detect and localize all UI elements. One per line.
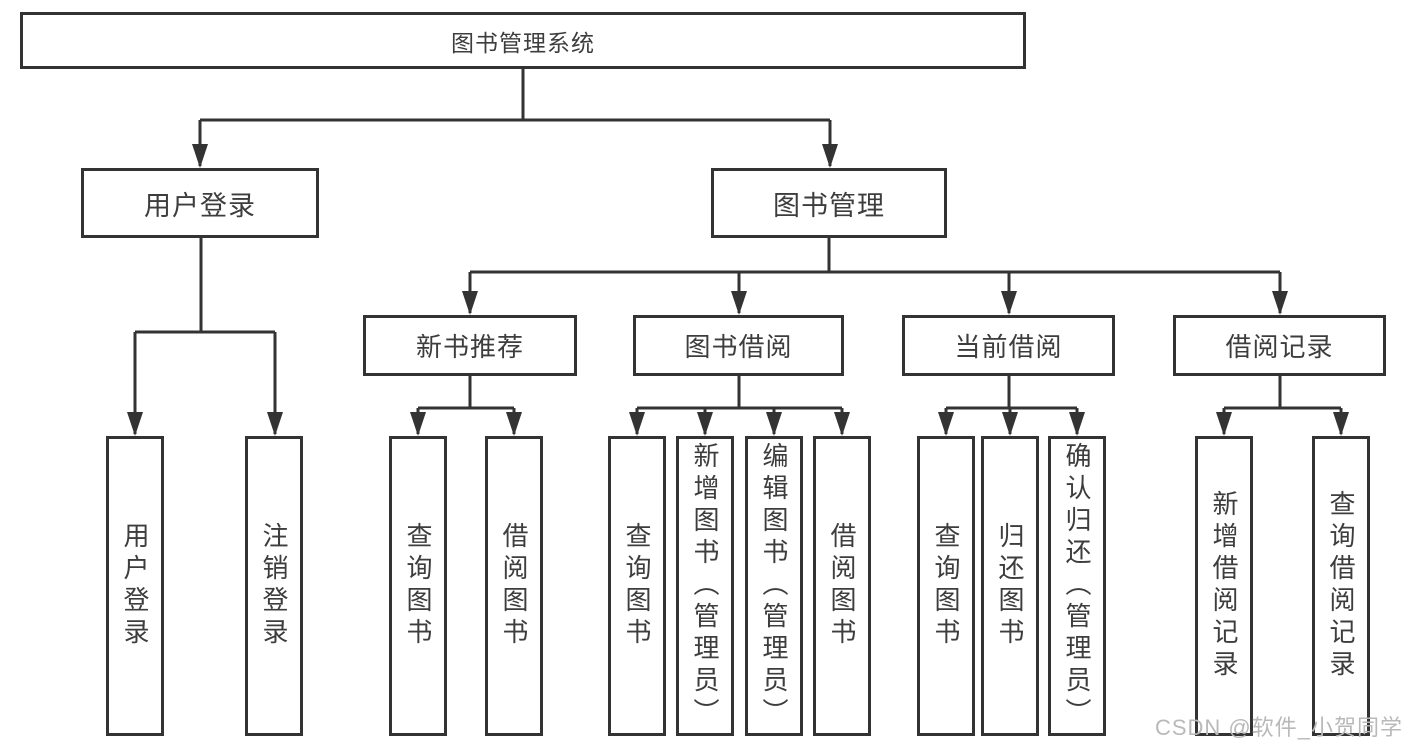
- leaf-cb-return-books: 归还图书: [981, 436, 1039, 736]
- node-book-borrow: 图书借阅: [633, 315, 844, 376]
- leaf-nb-borrow-books-label: 借阅图书: [499, 522, 529, 650]
- leaf-cb-confirm-return-admin: 确认归还（管理员）: [1048, 436, 1106, 736]
- leaf-bb-query-books-label: 查询图书: [622, 522, 652, 650]
- leaf-cb-query-books-label: 查询图书: [931, 522, 961, 650]
- node-new-book-rec: 新书推荐: [363, 315, 577, 376]
- node-new-book-rec-label: 新书推荐: [415, 332, 524, 362]
- node-book-mgmt: 图书管理: [711, 168, 947, 238]
- leaf-bb-edit-books-admin-label: 编辑图书（管理员）: [759, 442, 789, 730]
- leaf-br-query-record-label: 查询借阅记录: [1326, 490, 1356, 682]
- leaf-br-query-record: 查询借阅记录: [1312, 436, 1370, 736]
- node-borrow-record: 借阅记录: [1173, 315, 1386, 376]
- leaf-bb-borrow-books-label: 借阅图书: [827, 522, 857, 650]
- leaf-nb-query-books: 查询图书: [389, 436, 447, 736]
- leaf-bb-borrow-books: 借阅图书: [813, 436, 871, 736]
- leaf-nb-query-books-label: 查询图书: [403, 522, 433, 650]
- leaf-logout: 注销登录: [245, 436, 303, 736]
- node-book-mgmt-label: 图书管理: [773, 190, 885, 221]
- leaf-cb-return-books-label: 归还图书: [995, 522, 1025, 650]
- node-book-borrow-label: 图书借阅: [684, 332, 793, 362]
- node-current-borrow-label: 当前借阅: [954, 332, 1063, 362]
- leaf-cb-query-books: 查询图书: [917, 436, 975, 736]
- leaf-bb-add-books-admin: 新增图书（管理员）: [676, 436, 734, 736]
- node-borrow-record-label: 借阅记录: [1225, 332, 1334, 362]
- leaf-bb-edit-books-admin: 编辑图书（管理员）: [745, 436, 803, 736]
- node-current-borrow: 当前借阅: [902, 315, 1115, 376]
- leaf-cb-confirm-return-admin-label: 确认归还（管理员）: [1062, 442, 1092, 730]
- leaf-user-login-label: 用户登录: [120, 522, 150, 650]
- leaf-bb-query-books: 查询图书: [608, 436, 666, 736]
- node-user-login: 用户登录: [81, 168, 319, 238]
- node-user-login-label: 用户登录: [144, 190, 256, 221]
- watermark: CSDN @软件_小贺同学: [1154, 715, 1403, 740]
- leaf-br-add-record: 新增借阅记录: [1195, 436, 1253, 736]
- node-root-label: 图书管理系统: [451, 29, 595, 56]
- leaf-br-add-record-label: 新增借阅记录: [1209, 490, 1239, 682]
- leaf-bb-add-books-admin-label: 新增图书（管理员）: [690, 442, 720, 730]
- leaf-logout-label: 注销登录: [259, 522, 289, 650]
- leaf-user-login: 用户登录: [106, 436, 164, 736]
- node-root: 图书管理系统: [20, 12, 1026, 69]
- leaf-nb-borrow-books: 借阅图书: [485, 436, 543, 736]
